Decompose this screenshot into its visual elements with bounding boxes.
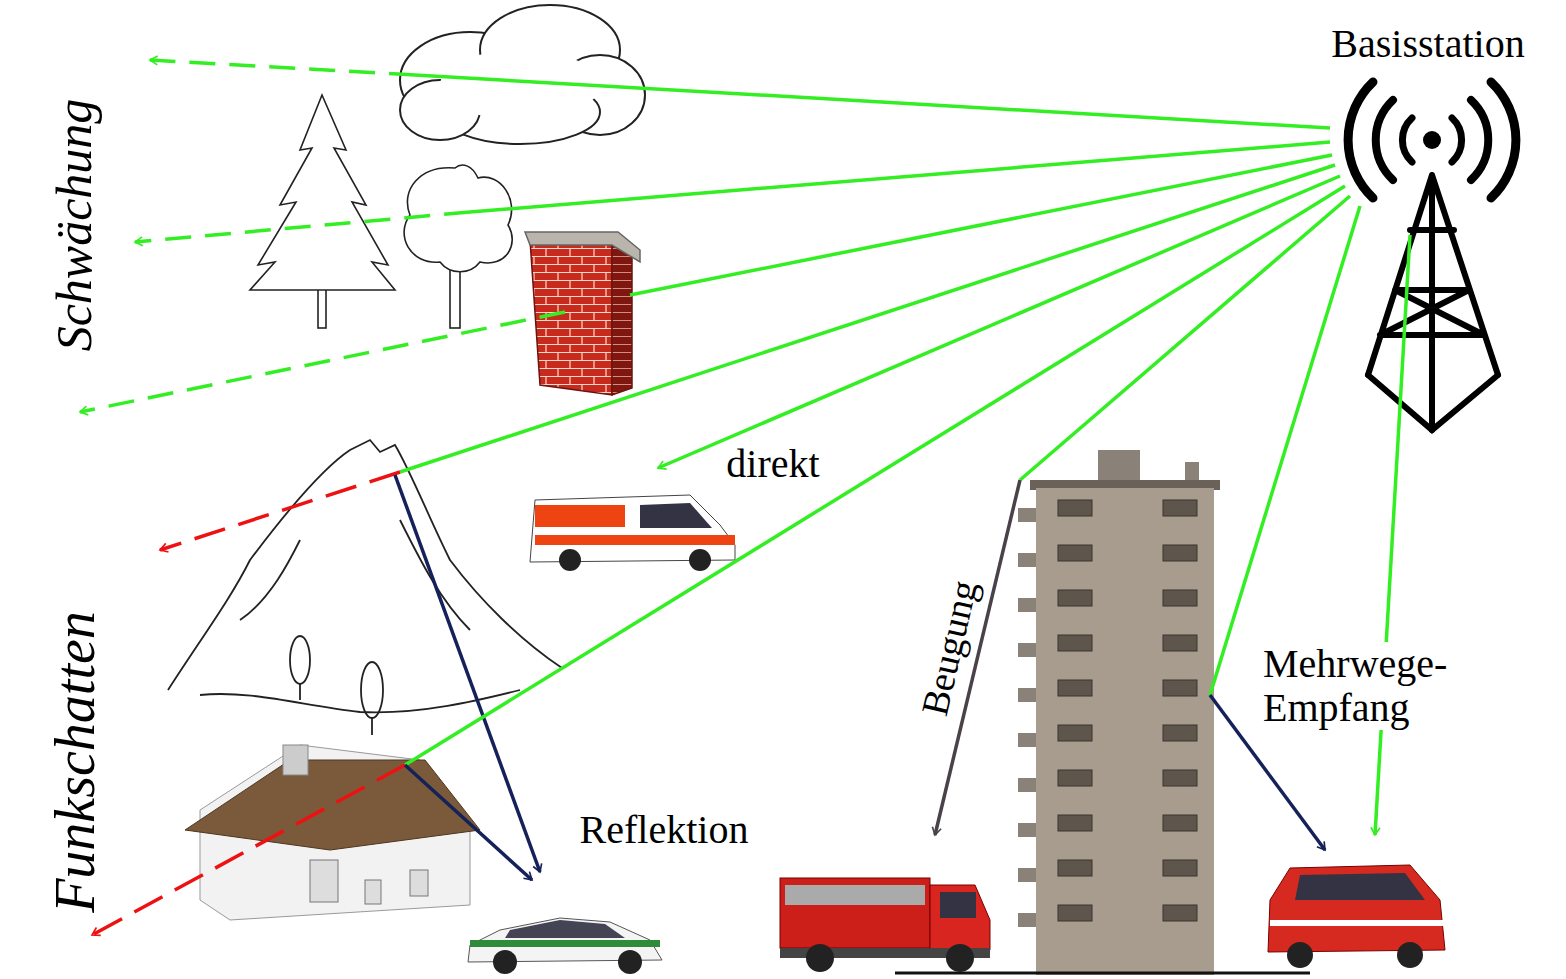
window: [1058, 500, 1092, 516]
cloud: [400, 5, 645, 144]
ambulance: [530, 495, 735, 571]
reflection-label: Reflektion: [577, 808, 752, 852]
balcony: [1018, 688, 1036, 702]
window: [1163, 905, 1197, 921]
balcony: [1018, 733, 1036, 747]
direct-label: direkt: [723, 442, 822, 486]
window: [1058, 770, 1092, 786]
balcony: [1018, 508, 1036, 522]
balcony: [1018, 868, 1036, 882]
fire-truck: [780, 878, 990, 972]
window: [1163, 725, 1197, 741]
window: [1163, 545, 1197, 561]
attenuation-label: Schwächung: [47, 96, 102, 355]
balcony: [1018, 913, 1036, 927]
window: [1163, 590, 1197, 606]
window: [1058, 545, 1092, 561]
balcony: [1018, 778, 1036, 792]
high-rise-building: [895, 450, 1310, 975]
multipath-label: Mehrwege- Empfang: [1260, 642, 1516, 730]
window: [1163, 500, 1197, 516]
window: [1163, 680, 1197, 696]
window: [1058, 860, 1092, 876]
window: [1058, 905, 1092, 921]
base-station-antenna: [1348, 82, 1516, 430]
balcony: [1018, 598, 1036, 612]
window: [1058, 680, 1092, 696]
window: [1058, 635, 1092, 651]
mountain: [168, 440, 562, 735]
window: [1058, 725, 1092, 741]
brick-wall: [525, 232, 640, 395]
balcony: [1018, 643, 1036, 657]
balcony: [1018, 823, 1036, 837]
command-van: [1268, 865, 1445, 968]
diffraction-label: Beugung: [914, 574, 987, 723]
window: [1163, 860, 1197, 876]
police-car: [468, 918, 662, 974]
house: [185, 745, 480, 920]
radio-paths: [80, 60, 1410, 935]
balcony: [1018, 553, 1036, 567]
window: [1163, 770, 1197, 786]
window: [1058, 815, 1092, 831]
radio-shadow-label: Funkschatten: [45, 608, 107, 916]
station-label: Basisstation: [1328, 22, 1527, 66]
window: [1163, 815, 1197, 831]
window: [1058, 590, 1092, 606]
window: [1163, 635, 1197, 651]
